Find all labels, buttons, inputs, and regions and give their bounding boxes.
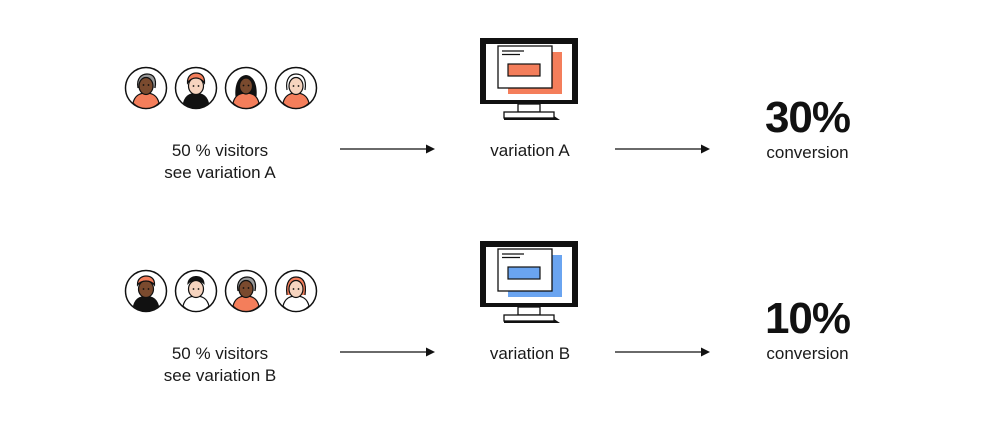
- person-icon: [174, 269, 218, 313]
- person-icon: [224, 66, 268, 110]
- visitor-group-label: 50 % visitors see variation B: [130, 343, 310, 387]
- person-icon: [274, 269, 318, 313]
- conversion-value: 10%: [764, 294, 851, 343]
- variation-label: variation A: [490, 141, 570, 160]
- visitor-group-label-line2: see variation A: [164, 163, 276, 182]
- visitor-group-label: 50 % visitors see variation A: [130, 140, 310, 184]
- monitor-icon: [480, 38, 578, 120]
- arrow-right-icon: [615, 144, 710, 154]
- person-icon: [274, 66, 318, 110]
- monitor-icon: [480, 241, 578, 323]
- conversion-label: conversion: [766, 344, 849, 363]
- arrow-right-icon: [340, 144, 435, 154]
- visitor-group-label-line1: 50 % visitors: [171, 141, 269, 160]
- person-icon: [124, 66, 168, 110]
- variation-a-row: 50 % visitors see variation A variation …: [0, 0, 1000, 200]
- person-icon: [174, 66, 218, 110]
- person-icon: [124, 269, 168, 313]
- conversion-value: 30%: [764, 93, 851, 142]
- visitor-group-label-line2: see variation B: [163, 366, 277, 385]
- conversion-result: 30% conversion: [740, 96, 875, 164]
- conversion-label: conversion: [766, 143, 849, 162]
- variation-b-row: 50 % visitors see variation B variation …: [0, 203, 1000, 403]
- conversion-result: 10% conversion: [740, 297, 875, 365]
- visitor-group-label-line1: 50 % visitors: [171, 344, 269, 363]
- arrow-right-icon: [340, 347, 435, 357]
- arrow-right-icon: [615, 347, 710, 357]
- variation-label: variation B: [489, 344, 571, 363]
- person-icon: [224, 269, 268, 313]
